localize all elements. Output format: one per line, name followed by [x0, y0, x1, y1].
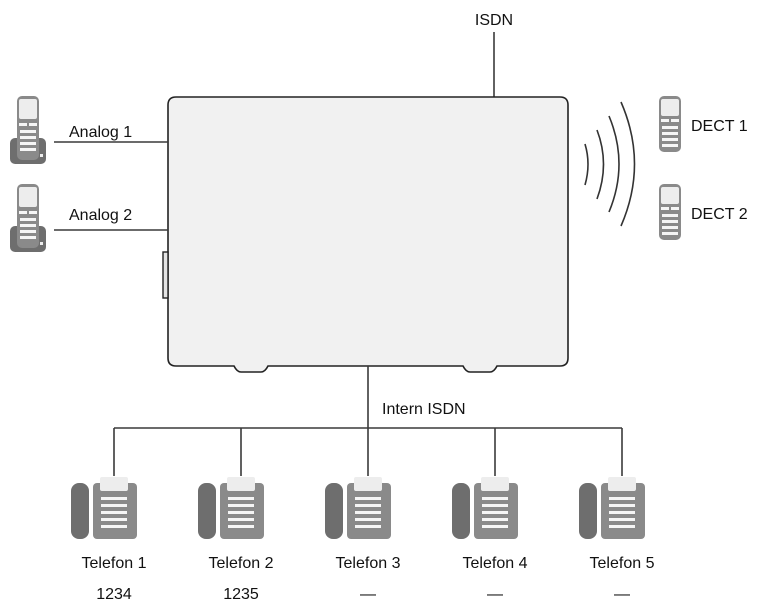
phone-name: Telefon 5	[590, 555, 655, 572]
dect-2-label: DECT 2	[691, 206, 748, 223]
phone-name: Telefon 3	[336, 555, 401, 572]
dect-1-label: DECT 1	[691, 118, 748, 135]
dect-handset-2	[659, 184, 681, 240]
phone-number: 1234	[96, 586, 132, 603]
phone-number: 1235	[223, 586, 259, 603]
intern-isdn-label: Intern ISDN	[382, 401, 466, 418]
pbx-box	[167, 96, 569, 373]
pbx-side-port	[162, 251, 169, 299]
telefon-3: Telefon 3 —	[325, 428, 401, 603]
phone-number: —	[487, 586, 503, 603]
desk-phone-icon	[198, 477, 264, 539]
wave-arc	[608, 115, 620, 213]
telefon-1: Telefon 1 1234	[71, 428, 147, 603]
dect-handset-icon	[659, 184, 681, 240]
analog-1-label: Analog 1	[69, 124, 132, 141]
analog-2-label: Analog 2	[69, 207, 132, 224]
analog-phone-2	[10, 184, 46, 252]
phone-name: Telefon 1	[82, 555, 147, 572]
wave-arc	[620, 101, 636, 227]
analog-phone-icon	[10, 184, 46, 252]
wave-arc	[596, 129, 605, 200]
phone-name: Telefon 4	[463, 555, 528, 572]
analog-phone-1	[10, 96, 46, 164]
telefon-2: Telefon 2 1235	[198, 428, 274, 603]
desk-phone-icon	[71, 477, 137, 539]
wave-arc	[584, 143, 589, 186]
telefon-4: Telefon 4 —	[452, 428, 528, 603]
desk-phone-icon	[579, 477, 645, 539]
dect-handset-icon	[659, 96, 681, 152]
desk-phone-icon	[325, 477, 391, 539]
desk-phone-icon	[452, 477, 518, 539]
telefon-5: Telefon 5 —	[579, 428, 655, 603]
wireless-waves	[584, 101, 636, 227]
phone-number: —	[360, 586, 376, 603]
phone-name: Telefon 2	[209, 555, 274, 572]
analog-phone-icon	[10, 96, 46, 164]
isdn-label: ISDN	[475, 12, 513, 29]
phone-number: —	[614, 586, 630, 603]
dect-handset-1	[659, 96, 681, 152]
